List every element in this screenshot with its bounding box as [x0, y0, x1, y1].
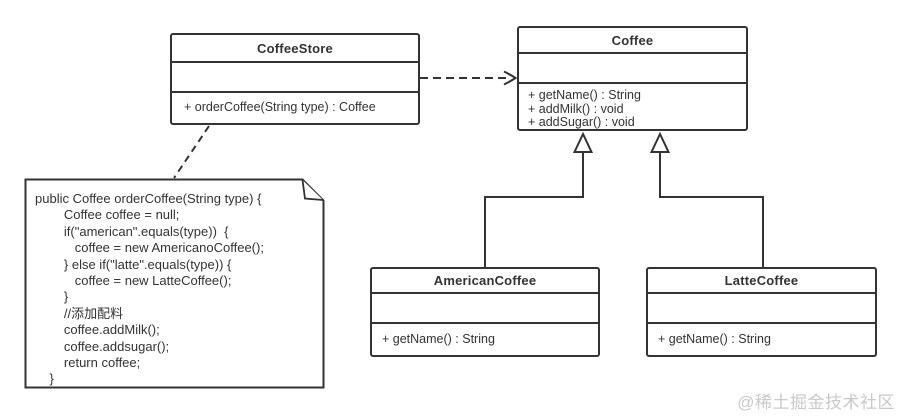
class-attributes-compartment [648, 294, 875, 324]
code-line: Coffee coffee = null; [35, 207, 180, 223]
code-line: public Coffee orderCoffee(String type) { [35, 191, 262, 206]
method-label: + addSugar() : void [528, 115, 635, 129]
class-title: Coffee [519, 28, 746, 54]
class-title: CoffeeStore [172, 35, 418, 63]
code-line: if("american".equals(type)) { [35, 223, 229, 239]
watermark-text: @稀土掘金技术社区 [737, 393, 895, 412]
generalization-line-latte [659, 152, 764, 267]
method-label: + addMilk() : void [528, 101, 624, 116]
class-methods-compartment: + getName() : String [372, 324, 598, 355]
code-line: } [35, 289, 69, 305]
method-label: + getName() : String [528, 88, 641, 102]
method-label: + orderCoffee(String type) : Coffee [184, 100, 376, 115]
code-line: //添加配料 [35, 305, 124, 321]
class-title: LatteCoffee [648, 269, 875, 294]
note-outline-shape [24, 178, 325, 389]
generalization-triangle-icon [649, 131, 671, 153]
generalization-triangle-icon [572, 131, 594, 153]
code-line: } [35, 371, 54, 387]
class-attributes-compartment [372, 294, 598, 324]
code-line: coffee = new AmericanoCoffee(); [35, 240, 264, 256]
class-methods-compartment: + getName() : String + addMilk() : void … [519, 84, 746, 129]
code-line: } else if("latte".equals(type)) { [35, 256, 232, 272]
note-code-text: public Coffee orderCoffee(String type) {… [35, 191, 320, 388]
code-note: public Coffee orderCoffee(String type) {… [24, 178, 325, 389]
code-line: coffee.addsugar(); [35, 338, 170, 354]
class-box-lattecoffee: LatteCoffee + getName() : String [646, 267, 877, 357]
class-methods-compartment: + orderCoffee(String type) : Coffee [172, 93, 418, 123]
class-title: AmericanCoffee [372, 269, 598, 294]
class-box-coffeestore: CoffeeStore + orderCoffee(String type) :… [170, 33, 420, 125]
class-box-americancoffee: AmericanCoffee + getName() : String [370, 267, 600, 357]
method-label: + getName() : String [658, 331, 771, 346]
class-attributes-compartment [519, 54, 746, 84]
dependency-arrowhead-icon [503, 70, 518, 86]
class-attributes-compartment [172, 63, 418, 93]
method-label: + getName() : String [382, 331, 495, 346]
note-anchor-dashed-line [173, 125, 210, 179]
generalization-line-american [484, 152, 584, 267]
code-line: coffee.addMilk(); [35, 322, 160, 338]
class-methods-compartment: + getName() : String [648, 324, 875, 355]
code-line: coffee = new LatteCoffee(); [35, 273, 232, 289]
code-line: return coffee; [35, 355, 141, 371]
class-box-coffee: Coffee + getName() : String + addMilk() … [517, 26, 748, 131]
